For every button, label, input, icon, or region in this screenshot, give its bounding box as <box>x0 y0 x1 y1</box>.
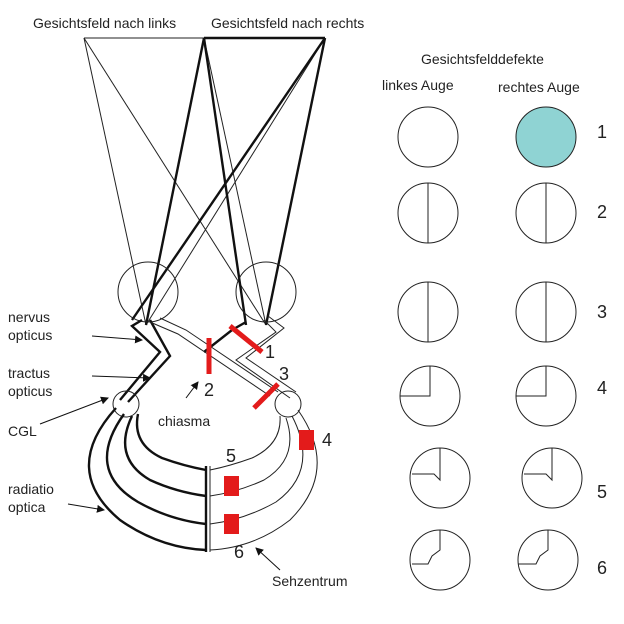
nervus-opticus-label: opticus <box>8 327 52 343</box>
left-eye <box>117 261 179 323</box>
chiasma-label: chiasma <box>158 413 210 429</box>
lesion-6-label: 6 <box>234 542 244 562</box>
cgl-label: CGL <box>8 423 37 439</box>
lesion-3-label: 3 <box>279 364 289 384</box>
arrow-cgl <box>39 396 109 425</box>
row-num-2: 2 <box>597 202 607 222</box>
cgl-left <box>112 390 140 418</box>
lesion-4 <box>299 430 314 450</box>
row-num-1: 1 <box>597 122 607 142</box>
lesion-6 <box>224 514 239 534</box>
arrow-sehzentrum <box>255 547 281 571</box>
arrow-chiasma <box>185 381 199 399</box>
tractus-label: tractus <box>8 365 50 381</box>
radiatio-optica-label: optica <box>8 499 46 515</box>
lesion-marks <box>206 324 280 410</box>
field-left-label: Gesichtsfeld nach links <box>33 15 176 31</box>
lesion-2-label: 2 <box>204 380 214 400</box>
visual-field-lines-thick <box>131 36 327 326</box>
arrow-nervus <box>91 335 143 344</box>
field-r-1 <box>515 106 577 168</box>
lesion-4-label: 4 <box>322 430 332 450</box>
field-right-label: Gesichtsfeld nach rechts <box>211 15 364 31</box>
cgl-right <box>274 390 302 418</box>
lesion-3 <box>252 382 280 410</box>
lesion-1-label: 1 <box>265 342 275 362</box>
row-num-4: 4 <box>597 378 607 398</box>
arrow-tractus <box>91 373 151 382</box>
sehzentrum-label: Sehzentrum <box>272 573 347 589</box>
arrow-radiatio <box>67 503 105 513</box>
optic-pathway-thick <box>119 318 247 403</box>
lesion-5-label: 5 <box>226 446 236 466</box>
lesion-1 <box>228 324 264 354</box>
row-num-5: 5 <box>597 482 607 502</box>
row-num-3: 3 <box>597 302 607 322</box>
left-eye-header: linkes Auge <box>382 77 454 93</box>
right-eye-header: rechtes Auge <box>498 79 580 95</box>
defects-title: Gesichtsfelddefekte <box>421 51 544 67</box>
lesion-5 <box>224 476 239 496</box>
row-num-6: 6 <box>597 558 607 578</box>
field-l-1 <box>397 106 459 168</box>
radiatio-left <box>87 407 208 552</box>
tractus-opticus-label: opticus <box>8 383 52 399</box>
label-arrows <box>39 335 281 571</box>
radiatio-label: radiatio <box>8 481 54 497</box>
nervus-label: nervus <box>8 309 50 325</box>
